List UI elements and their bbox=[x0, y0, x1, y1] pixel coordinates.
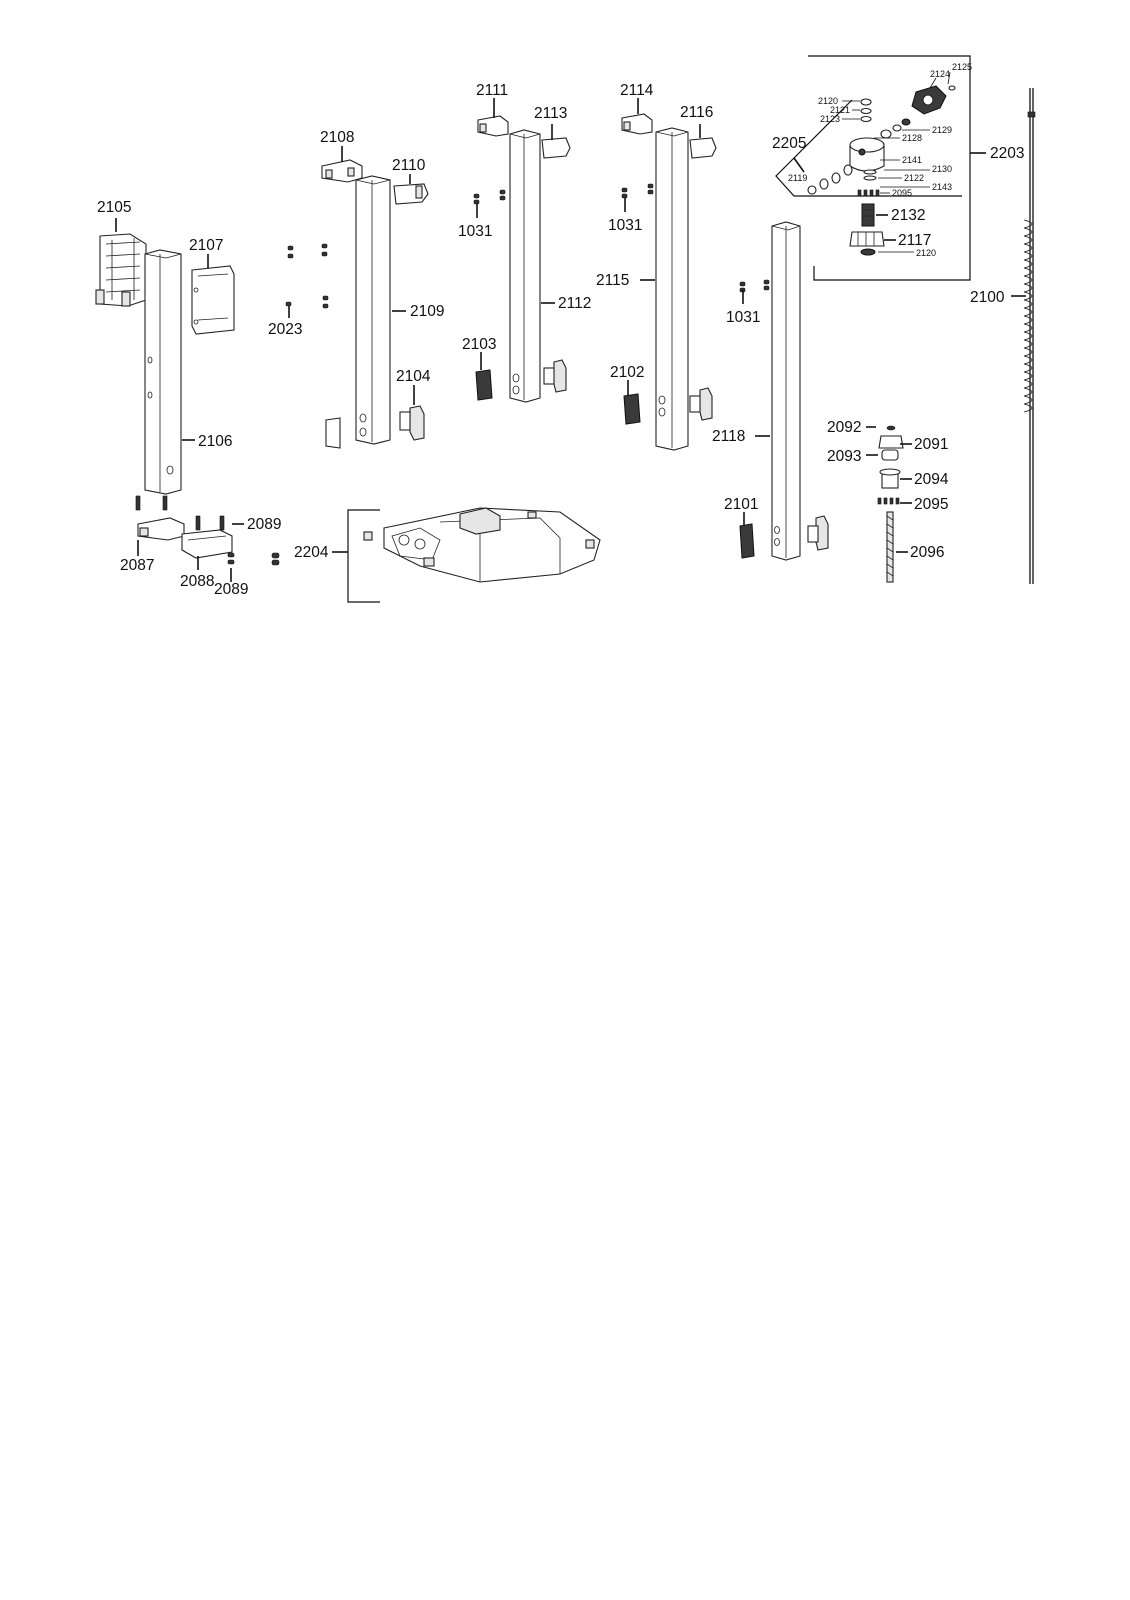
part-2116-clamp bbox=[689, 137, 717, 159]
label-2205: 2205 bbox=[772, 135, 806, 152]
label-2088: 2088 bbox=[180, 573, 214, 590]
part-2111-clamp bbox=[477, 115, 509, 137]
label-2114: 2114 bbox=[620, 82, 654, 99]
part-2102-handle bbox=[623, 387, 713, 425]
part-2105-bracket bbox=[95, 233, 147, 307]
label-2093: 2093 bbox=[827, 448, 861, 465]
label-2101: 2101 bbox=[724, 496, 758, 513]
part-2117-nut bbox=[849, 231, 885, 256]
label-2204: 2204 bbox=[294, 544, 329, 561]
label-2109: 2109 bbox=[410, 303, 444, 320]
label-2110: 2110 bbox=[392, 157, 426, 174]
label-2119: 2119 bbox=[788, 173, 807, 183]
label-2087: 2087 bbox=[120, 557, 154, 574]
label-2118: 2118 bbox=[712, 428, 745, 445]
label-2128: 2128 bbox=[902, 133, 922, 143]
label-2203: 2203 bbox=[990, 145, 1024, 162]
label-1031-c: 1031 bbox=[726, 309, 760, 326]
label-1031-a: 1031 bbox=[458, 223, 492, 240]
part-2106-column bbox=[144, 249, 182, 495]
label-2095-a: 2095 bbox=[892, 188, 912, 198]
label-2117: 2117 bbox=[898, 232, 931, 249]
part-2204-base bbox=[347, 507, 601, 603]
label-2095-b: 2095 bbox=[914, 496, 948, 513]
label-2122: 2122 bbox=[904, 173, 924, 183]
label-2023: 2023 bbox=[268, 321, 302, 338]
label-2096: 2096 bbox=[910, 544, 944, 561]
part-number-labels: 2105 2107 2106 2108 2110 2109 2023 2104 … bbox=[97, 62, 1024, 598]
label-2130: 2130 bbox=[932, 164, 952, 174]
part-2101-handle bbox=[739, 515, 829, 559]
leader-lines bbox=[115, 71, 1026, 582]
screws-2089 bbox=[135, 495, 280, 566]
label-2141: 2141 bbox=[902, 155, 922, 165]
label-2113: 2113 bbox=[534, 105, 567, 122]
part-2088-plate bbox=[181, 529, 233, 559]
part-2115-column bbox=[655, 127, 689, 451]
part-2205-housing bbox=[807, 137, 885, 195]
label-2092: 2092 bbox=[827, 419, 861, 436]
label-2102: 2102 bbox=[610, 364, 644, 381]
label-2120-b: 2120 bbox=[916, 248, 936, 258]
label-2104: 2104 bbox=[396, 368, 431, 385]
label-2089-b: 2089 bbox=[214, 581, 248, 598]
screws-2023 bbox=[285, 243, 329, 309]
label-2106: 2106 bbox=[198, 433, 232, 450]
screws-1031-b bbox=[621, 183, 654, 199]
part-2132-shaft bbox=[861, 203, 875, 227]
label-2108: 2108 bbox=[320, 129, 354, 146]
part-2124-knob bbox=[911, 85, 947, 115]
label-2143: 2143 bbox=[932, 182, 952, 192]
label-2107: 2107 bbox=[189, 237, 223, 254]
part-2104-handle bbox=[325, 405, 425, 449]
part-2112-column bbox=[509, 129, 541, 403]
label-2132: 2132 bbox=[891, 207, 925, 224]
part-2114-clamp bbox=[621, 113, 653, 135]
label-2089-a: 2089 bbox=[247, 516, 281, 533]
label-2129: 2129 bbox=[932, 125, 952, 135]
part-2103-handle bbox=[475, 359, 567, 401]
screws-1031-a bbox=[473, 189, 506, 205]
label-2121: 2121 bbox=[830, 105, 850, 115]
label-2120-a: 2120 bbox=[818, 96, 838, 106]
label-2115: 2115 bbox=[596, 272, 629, 289]
inset-screws-2095 bbox=[857, 189, 880, 197]
label-2103: 2103 bbox=[462, 336, 496, 353]
part-2110-clamp bbox=[393, 183, 429, 205]
part-2087-clamp bbox=[137, 517, 185, 541]
label-2112: 2112 bbox=[558, 295, 591, 312]
part-2113-clamp bbox=[541, 137, 571, 159]
inset-frame-2203 bbox=[808, 55, 971, 281]
part-2109-column bbox=[355, 175, 391, 445]
label-2105: 2105 bbox=[97, 199, 131, 216]
screws-1031-c bbox=[739, 279, 770, 293]
part-2107-cover bbox=[191, 265, 235, 335]
label-2094: 2094 bbox=[914, 471, 949, 488]
part-2108-clamp bbox=[321, 159, 363, 183]
label-2125: 2125 bbox=[952, 62, 972, 72]
label-2111: 2111 bbox=[476, 82, 508, 99]
label-2124: 2124 bbox=[930, 69, 950, 79]
part-2091-2096-stack bbox=[877, 425, 904, 583]
part-2118-column bbox=[771, 221, 801, 561]
label-2100: 2100 bbox=[970, 289, 1005, 306]
label-2123: 2123 bbox=[820, 114, 840, 124]
label-2091: 2091 bbox=[914, 436, 948, 453]
part-2100-spring-rod bbox=[1023, 88, 1036, 584]
label-2116: 2116 bbox=[680, 104, 713, 121]
label-1031-b: 1031 bbox=[608, 217, 642, 234]
